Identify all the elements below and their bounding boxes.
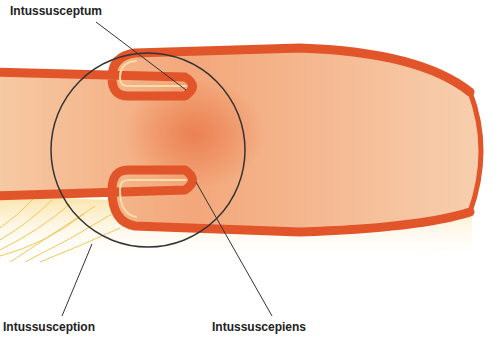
bowel-end (470, 92, 481, 212)
mesentery-vessels (0, 198, 120, 262)
part-label: Intussusception (3, 320, 95, 335)
serosa-line (120, 61, 186, 217)
part-label: Intussusceptum (10, 4, 102, 19)
bowel-wall (0, 48, 470, 232)
leader-lines (62, 22, 272, 316)
part-label: Intussuscepiens (212, 320, 306, 335)
